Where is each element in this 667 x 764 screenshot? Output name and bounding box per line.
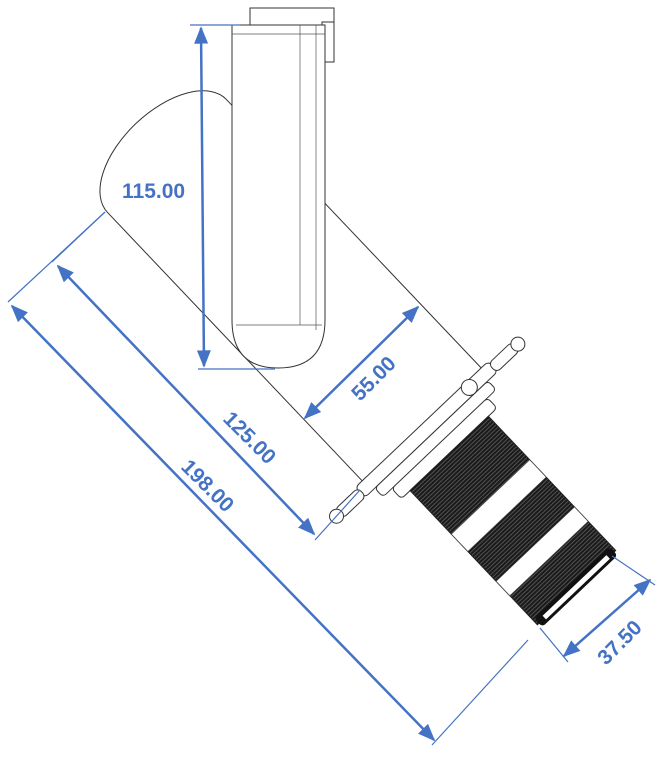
dimension-label: 115.00: [122, 180, 185, 203]
dimension-label: 125.00: [218, 407, 280, 469]
lens-band: [495, 506, 589, 597]
mounting-bracket: [231, 7, 335, 369]
spotlight-body: [99, 90, 617, 626]
lens-band: [450, 459, 547, 553]
